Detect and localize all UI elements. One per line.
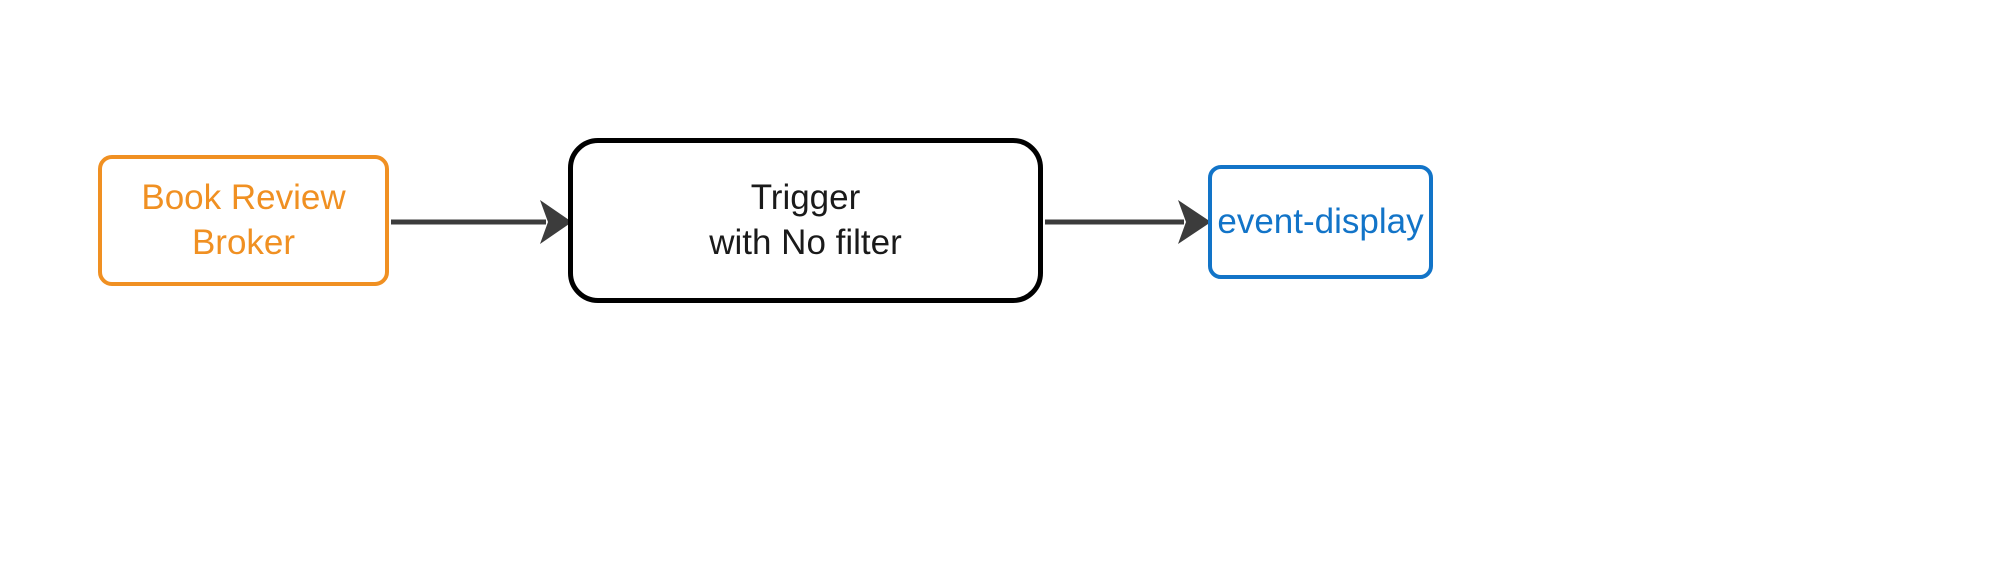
edge-trigger-to-sink-arrowhead [1178, 200, 1211, 244]
node-event-display[interactable]: event-display [1208, 165, 1433, 279]
node-book-review-broker[interactable]: Book Review Broker [98, 155, 389, 286]
node-trigger-with-no-filter[interactable]: Trigger with No filter [568, 138, 1043, 303]
